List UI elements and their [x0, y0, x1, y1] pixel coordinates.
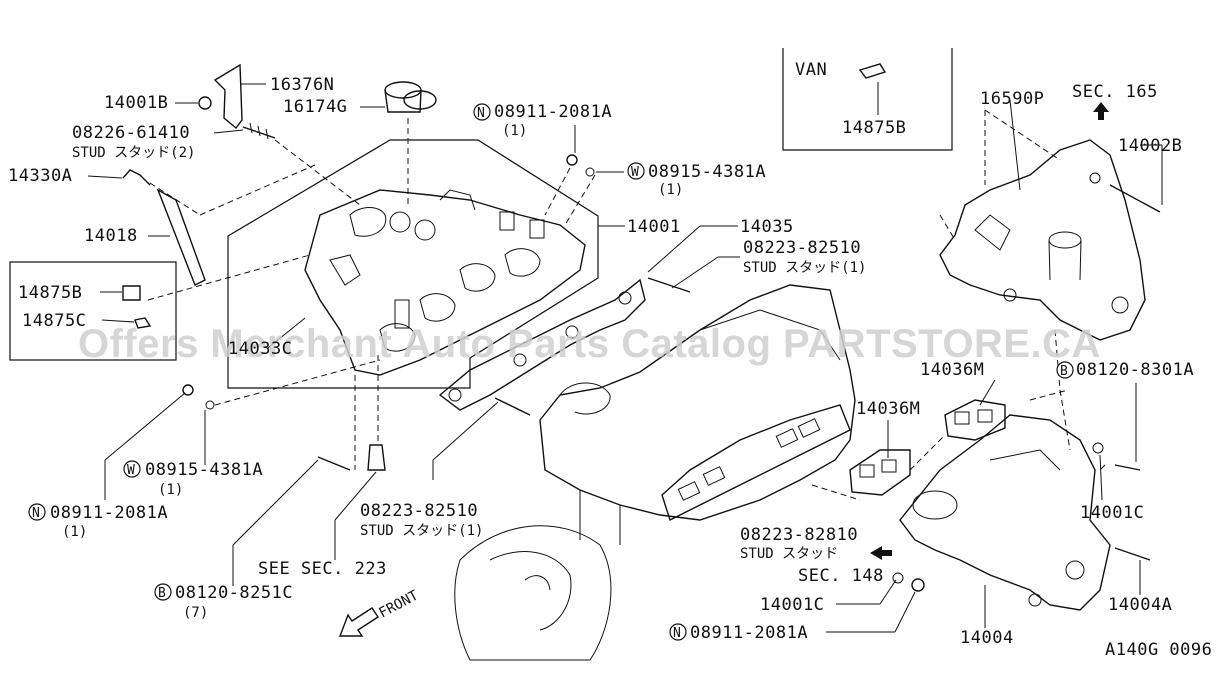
exhaust-manifold — [849, 184, 1161, 611]
label-front: FRONT — [376, 587, 421, 621]
label-08120-8251C: 08120-8251C — [175, 583, 293, 603]
label-14036M-right: 14036M — [920, 360, 984, 380]
label-sec-165: SEC. 165 — [1072, 82, 1158, 102]
engine-block — [454, 284, 856, 661]
nut-symbol-bottom: N — [669, 623, 687, 641]
label-08223-82510-top: 08223-82510 — [743, 238, 861, 258]
label-14001B: 14001B — [104, 93, 168, 113]
label-van: VAN — [795, 60, 827, 80]
intake-manifold — [227, 139, 599, 389]
label-08915-left-qty: (1) — [158, 482, 183, 498]
front-arrow-icon — [338, 607, 379, 637]
label-08223-82510-bottom: 08223-82510 — [360, 501, 478, 521]
nut-symbol-left: N — [28, 503, 46, 521]
label-16174G: 16174G — [283, 97, 347, 117]
label-stud-2: STUD スタッド(2) — [72, 145, 195, 161]
watermark: Offers Merchant Auto Parts Catalog PARTS… — [78, 322, 1101, 366]
bolt-symbol-bottom: B — [154, 583, 172, 601]
label-14002B: 14002B — [1118, 136, 1182, 156]
svg-text:N: N — [32, 506, 40, 521]
label-08911-left-qty: (1) — [62, 524, 87, 540]
small-parts — [122, 63, 887, 471]
washer-symbol-top: W — [627, 162, 645, 180]
bolt-symbol-right: B — [1056, 361, 1074, 379]
label-08911-top: 08911-2081A — [494, 102, 612, 122]
label-08915-left: 08915-4381A — [145, 460, 263, 480]
label-14875B-left: 14875B — [18, 283, 82, 303]
label-08915-top-qty: (1) — [658, 182, 683, 198]
label-14001: 14001 — [627, 217, 681, 237]
washer-symbol-left: W — [123, 460, 141, 478]
dashed-assembly-lines — [147, 109, 1106, 501]
label-14875C: 14875C — [22, 311, 86, 331]
sensor-detail-box — [9, 261, 177, 361]
label-08226-61410: 08226-61410 — [72, 123, 190, 143]
label-08223-82810: 08223-82810 — [740, 525, 858, 545]
label-08120-8251C-qty: (7) — [183, 605, 208, 621]
callout-labels: 16376N 14001B 16174G 08226-61410 STUD スタ… — [8, 60, 1212, 660]
label-14330A: 14330A — [8, 166, 72, 186]
label-08911-bottom: 08911-2081A — [690, 623, 808, 643]
label-14033C: 14033C — [228, 339, 292, 359]
label-stud-82810: STUD スタッド — [740, 546, 838, 562]
sec148-arrow-icon — [870, 546, 892, 560]
figure-code: A140G 0096 — [1105, 640, 1212, 660]
label-14018: 14018 — [84, 226, 138, 246]
van-detail-box — [782, 48, 953, 151]
svg-text:B: B — [158, 586, 166, 601]
leader-lines — [87, 82, 1163, 633]
label-08120-8301A: 08120-8301A — [1076, 360, 1194, 380]
intake-gasket — [438, 278, 646, 411]
label-14001C-bottom: 14001C — [760, 595, 824, 615]
sec165-arrow-icon — [1093, 102, 1109, 120]
label-16590P: 16590P — [980, 89, 1044, 109]
svg-text:W: W — [631, 165, 639, 180]
label-stud-1-top: STUD スタッド(1) — [743, 260, 866, 276]
svg-text:B: B — [1060, 364, 1068, 379]
label-see-sec-223: SEE SEC. 223 — [258, 559, 387, 579]
svg-text:W: W — [127, 463, 135, 478]
label-16376N: 16376N — [270, 75, 334, 95]
label-14035: 14035 — [740, 217, 794, 237]
svg-text:N: N — [673, 626, 681, 641]
label-08915-top: 08915-4381A — [648, 162, 766, 182]
label-14001C-right: 14001C — [1080, 503, 1144, 523]
label-sec-148: SEC. 148 — [798, 566, 884, 586]
label-stud-1-bottom: STUD スタッド(1) — [360, 523, 483, 539]
nut-symbol-top: N — [473, 103, 491, 121]
label-08911-left: 08911-2081A — [50, 503, 168, 523]
label-14004A: 14004A — [1108, 595, 1172, 615]
label-14875B-van: 14875B — [842, 118, 906, 138]
heat-shield — [939, 139, 1146, 341]
label-14004: 14004 — [960, 628, 1014, 648]
label-14036M-mid: 14036M — [856, 399, 920, 419]
svg-text:N: N — [477, 106, 485, 121]
label-08911-top-qty: (1) — [502, 123, 527, 139]
